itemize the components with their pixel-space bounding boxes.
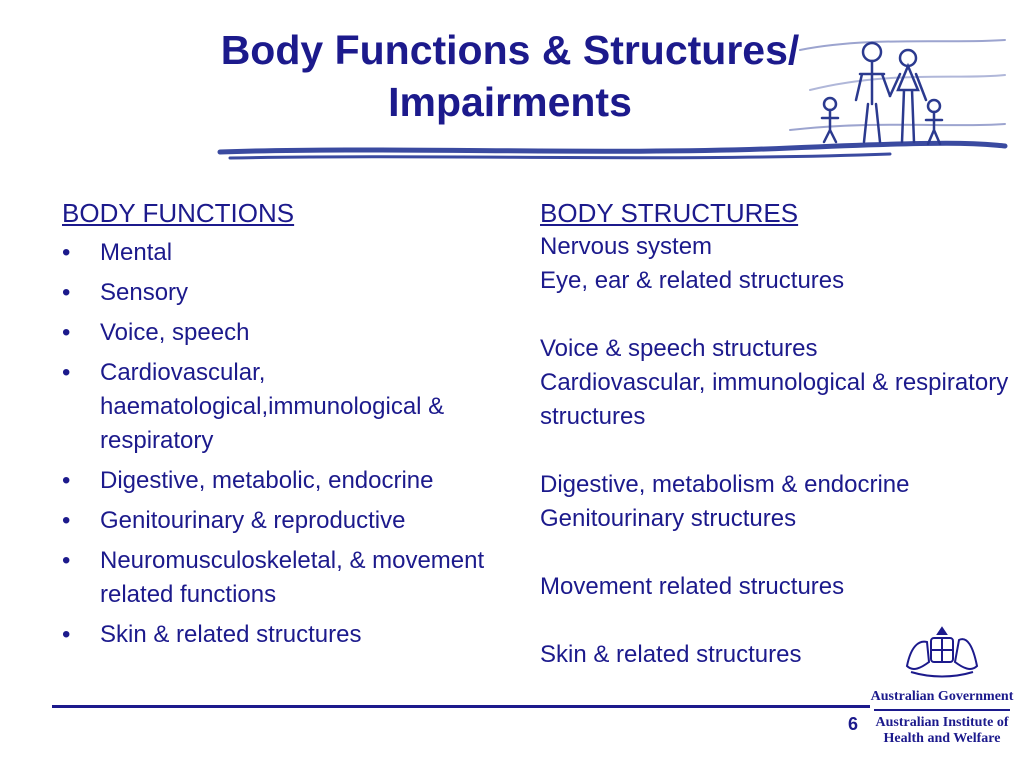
bullet-icon: • (62, 507, 71, 534)
bullet-icon: • (62, 239, 71, 266)
list-item: •Sensory (62, 276, 512, 310)
body-structures-heading: BODY STRUCTURES (540, 198, 799, 228)
spacer (540, 434, 1010, 468)
logo-divider (874, 709, 1010, 711)
title-line-2: Impairments (388, 79, 632, 125)
title-line-1: Body Functions & Structures/ (220, 27, 800, 73)
body-functions-list: •Mental •Sensory •Voice, speech •Cardiov… (62, 236, 512, 652)
australian-government-label: Australian Government (870, 689, 1014, 704)
aihw-logo: Australian Government Australian Institu… (868, 622, 1016, 747)
footer-divider (52, 705, 870, 708)
institute-name-line-2: Health and Welfare (883, 731, 1001, 746)
bullet-icon: • (62, 547, 71, 574)
list-item: •Digestive, metabolic, endocrine (62, 464, 512, 498)
coat-of-arms-icon (905, 626, 979, 678)
structure-line: Cardiovascular, immunological & respirat… (540, 369, 1009, 430)
bullet-icon: • (62, 467, 71, 494)
list-item: •Voice, speech (62, 316, 512, 350)
structure-line: Skin & related structures (540, 641, 802, 668)
list-item: •Neuromusculoskeletal, & movement relate… (62, 544, 512, 612)
bullet-icon: • (62, 319, 71, 346)
page-number: 6 (848, 714, 859, 734)
structure-line: Voice & speech structures (540, 335, 818, 362)
spacer (540, 298, 1010, 332)
slide-title: Body Functions & Structures/ Impairments (130, 24, 890, 128)
brush-stroke-background (217, 39, 1008, 160)
family-banner-graphic (217, 39, 1008, 160)
bullet-icon: • (62, 279, 71, 306)
structure-line: Digestive, metabolism & endocrine (540, 471, 910, 498)
institute-name-line-1: Australian Institute of (875, 715, 1009, 730)
list-item: •Skin & related structures (62, 618, 512, 652)
body-structures-column: BODY STRUCTURES Nervous system Eye, ear … (540, 196, 1010, 672)
structure-line: Eye, ear & related structures (540, 267, 845, 294)
list-item: •Cardiovascular, haematological,immunolo… (62, 356, 512, 458)
spacer (540, 536, 1010, 570)
bullet-icon: • (62, 359, 71, 386)
bullet-icon: • (62, 621, 71, 648)
body-functions-heading: BODY FUNCTIONS (62, 198, 295, 228)
body-functions-column: BODY FUNCTIONS •Mental •Sensory •Voice, … (62, 196, 512, 658)
list-item: •Genitourinary & reproductive (62, 504, 512, 538)
family-figures (820, 41, 944, 146)
list-item: •Mental (62, 236, 512, 270)
structure-line: Genitourinary structures (540, 505, 797, 532)
structure-line: Movement related structures (540, 573, 845, 600)
structure-line: Nervous system (540, 233, 713, 260)
